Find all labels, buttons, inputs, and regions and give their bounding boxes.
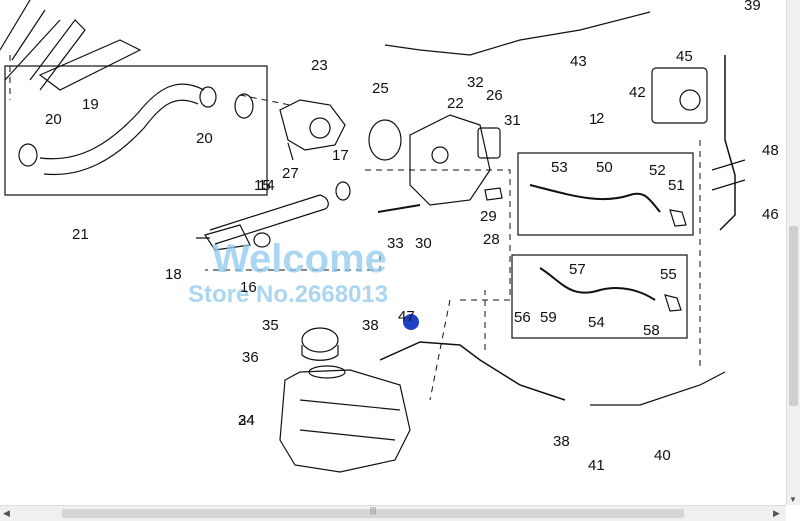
scroll-left-arrow-icon[interactable]: ◀: [3, 508, 10, 518]
scroll-grip-icon: |||: [370, 506, 377, 515]
part-label: 57: [569, 261, 586, 278]
part-label: 17: [332, 147, 349, 164]
part-label: 28: [483, 231, 500, 248]
part-label: 45: [676, 48, 693, 65]
reservoir-hose: [379, 341, 566, 401]
part-label: 1: [589, 111, 597, 128]
radiator-fragment: [0, 0, 86, 91]
horizontal-scroll-thumb[interactable]: [62, 509, 684, 518]
o-ring: [368, 119, 402, 161]
part-label: 58: [643, 322, 660, 339]
watermark-line1: Welcome: [212, 237, 387, 281]
hose-assembly-box-1: [511, 254, 688, 339]
part-label: 29: [480, 208, 497, 225]
vertical-scroll-thumb[interactable]: [789, 226, 798, 406]
coolant-pipe: [209, 194, 329, 245]
part-label: 56: [514, 309, 531, 326]
part-label: 39: [744, 0, 761, 14]
parts-diagram: Welcome Store No.2668013 1 2 14 15 16 17…: [0, 0, 779, 474]
horizontal-scrollbar[interactable]: ◀ ||| ▶: [0, 505, 786, 521]
part-label: 21: [72, 226, 89, 243]
part-label: 22: [447, 95, 464, 112]
part-label: 36: [242, 349, 259, 366]
watermark-line2: Store No.2668013: [188, 281, 388, 308]
coolant-line-43: [384, 11, 651, 56]
part-label: 48: [762, 142, 779, 159]
part-label: 24: [238, 412, 255, 429]
part-label: 16: [240, 279, 257, 296]
part-label: 20: [196, 130, 213, 147]
scroll-right-arrow-icon[interactable]: ▶: [773, 508, 780, 518]
part-label: 50: [596, 159, 613, 176]
part-label: 41: [588, 457, 605, 474]
heater-core: [651, 67, 708, 124]
hose-group-box: [4, 65, 268, 196]
part-label: 42: [629, 84, 646, 101]
part-label: 54: [588, 314, 605, 331]
part-label: 53: [551, 159, 568, 176]
upper-hose: [39, 82, 204, 173]
heater-hose-46: [719, 55, 736, 231]
part-label: 31: [504, 112, 521, 129]
part-label: 59: [540, 309, 557, 326]
part-label: 32: [467, 74, 484, 91]
vertical-scrollbar[interactable]: ▼: [786, 0, 800, 505]
part-label: 26: [486, 87, 503, 104]
part-label: 35: [262, 317, 279, 334]
part-label: 30: [415, 235, 432, 252]
part-label: 27: [282, 165, 299, 182]
part-label: 40: [654, 447, 671, 464]
part-label: 46: [762, 206, 779, 223]
selection-marker[interactable]: [403, 314, 419, 330]
part-label: 19: [82, 96, 99, 113]
coolant-reservoir: [279, 369, 411, 473]
part-label: 2: [596, 110, 604, 127]
part-labels: 1 2 14 15 16 17 18 19 20 20 21 22 23 24 …: [45, 0, 779, 474]
part-label: 52: [649, 162, 666, 179]
scroll-down-arrow-icon[interactable]: ▼: [789, 495, 797, 504]
part-label: 55: [660, 266, 677, 283]
part-label: 34: [238, 412, 255, 429]
part-label: 47: [398, 308, 415, 325]
watermark: Welcome Store No.2668013: [188, 237, 388, 308]
part-label: 38: [553, 433, 570, 450]
part-label: 38: [362, 317, 379, 334]
coolant-line-40: [590, 371, 726, 406]
part-label: 25: [372, 80, 389, 97]
part-label: 15: [254, 177, 271, 194]
part-label: 51: [668, 177, 685, 194]
part-label: 14: [258, 177, 275, 194]
part-label: 43: [570, 53, 587, 70]
part-label: 20: [45, 111, 62, 128]
part-label: 18: [165, 266, 182, 283]
thermostat-housing: [279, 99, 346, 151]
reservoir-cap: [301, 327, 339, 353]
part-label: 23: [311, 57, 328, 74]
water-outlet: [409, 114, 491, 206]
part-label: 33: [387, 235, 404, 252]
hose-assembly-box-2: [517, 152, 694, 236]
